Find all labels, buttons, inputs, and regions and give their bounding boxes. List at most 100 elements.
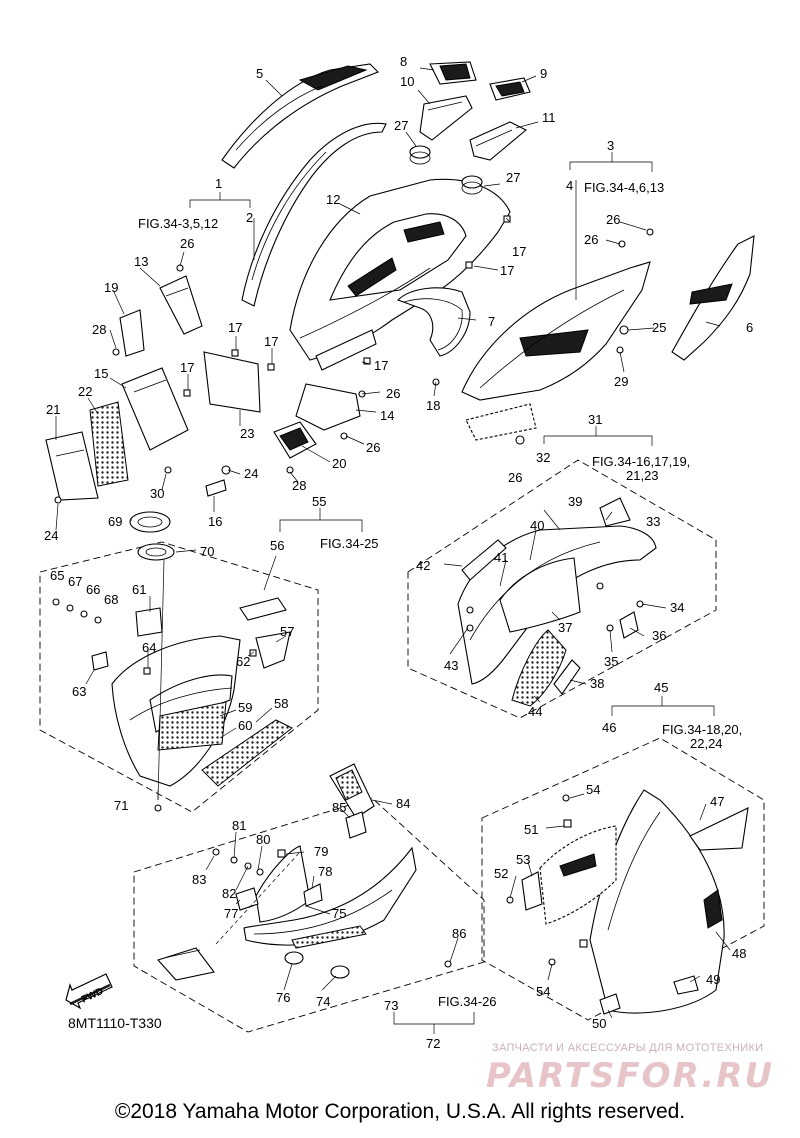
watermark-tagline: ЗАПЧАСТИ И АКСЕССУАРЫ ДЛЯ МОТОТЕХНИКИ [492, 1042, 764, 1054]
part-8-vent [429, 61, 477, 85]
part-number: 43 [444, 658, 458, 673]
part-number: 47 [710, 794, 724, 809]
part-number: 68 [104, 592, 118, 607]
part-number: 24 [44, 528, 58, 543]
part-number: 72 [426, 1036, 440, 1051]
part-number: 80 [256, 832, 270, 847]
bracket-55 [279, 508, 363, 532]
group-outline-45 [481, 737, 765, 1021]
part-number: 66 [86, 582, 100, 597]
part-number: 27 [394, 118, 408, 133]
part-number: 69 [108, 514, 122, 529]
part-42-trim [461, 539, 507, 581]
part-38-trim [553, 659, 581, 695]
part-number: 42 [416, 558, 430, 573]
part-number: 24 [244, 466, 258, 481]
part-10-duct [419, 95, 473, 141]
part-number: 26 [180, 236, 194, 251]
small-fasteners-45 [506, 794, 588, 966]
bracket-1 [189, 192, 251, 208]
part-number: 79 [314, 844, 328, 859]
part-58-bracket [239, 597, 287, 621]
part-number: 11 [542, 110, 556, 125]
part-number: 13 [134, 254, 148, 269]
fwd-arrow-icon: FWD [65, 973, 113, 1010]
part-number: 36 [652, 628, 666, 643]
watermark-logo: PARTSFOR.RU [486, 1056, 775, 1096]
part-number: 65 [50, 568, 64, 583]
part-number: 76 [276, 990, 290, 1005]
part-number: 37 [558, 620, 572, 635]
part-number: 1 [215, 176, 222, 191]
part-number: 3 [607, 138, 614, 153]
part-number: 30 [150, 486, 164, 501]
part-number: 63 [72, 684, 86, 699]
part-number: 29 [614, 374, 628, 389]
part-number: 39 [568, 494, 582, 509]
part-number: 12 [326, 192, 340, 207]
ref-fig-55: FIG.34-25 [320, 536, 379, 551]
part-23-cover [203, 351, 261, 413]
part-number: 20 [332, 456, 346, 471]
ref-fig-31a: FIG.34-16,17,19, [592, 454, 690, 469]
part-number: 26 [366, 440, 380, 455]
part-70-seal [137, 543, 175, 561]
part-78-clip [303, 883, 323, 907]
part-20-cover [273, 421, 317, 459]
part-number: 41 [494, 550, 508, 565]
small-fasteners-top [54, 215, 654, 504]
part-44-mesh [511, 629, 567, 707]
part-number: 86 [452, 926, 466, 941]
part-69-ring [129, 511, 171, 533]
part-number: 73 [384, 998, 398, 1013]
ref-fig-3: FIG.34-4,6,13 [584, 180, 664, 195]
part-63-clip [91, 651, 109, 671]
part-number: 54 [536, 984, 550, 999]
part-number: 44 [528, 704, 542, 719]
part-number: 57 [280, 624, 294, 639]
part-number: 17 [512, 244, 526, 259]
bracket-73 [393, 1012, 475, 1034]
part-number: 77 [224, 906, 238, 921]
part-61-plate [135, 607, 163, 637]
part-46-side-cowl [589, 789, 725, 1014]
part-number: 40 [530, 518, 544, 533]
part-16-plate [205, 479, 227, 497]
part-number: 34 [670, 600, 684, 615]
part-number: 17 [500, 263, 514, 278]
part-number: 21 [46, 402, 60, 417]
part-number: 56 [270, 538, 284, 553]
part-number: 2 [246, 210, 253, 225]
group-outline-73 [133, 797, 485, 1033]
part-number: 31 [588, 412, 602, 427]
part-number: 15 [94, 366, 108, 381]
part-number: 9 [540, 66, 547, 81]
part-12-front-cowl [289, 178, 511, 371]
part-7-inner-bracket [396, 287, 471, 357]
part-number: 27 [506, 170, 520, 185]
part-number: 82 [222, 886, 236, 901]
part-number: 32 [536, 450, 550, 465]
part-number: 51 [524, 822, 538, 837]
part-13-bracket [159, 275, 203, 335]
part-number: 83 [192, 872, 206, 887]
part-4-side-panel [461, 261, 651, 441]
part-number: 81 [232, 818, 246, 833]
part-2-side-cover [241, 122, 387, 307]
part-21-duct [45, 431, 99, 501]
part-6-side-trim [671, 235, 755, 361]
diagram-code: 8MT1110-T330 [68, 1015, 162, 1031]
part-11-duct [469, 121, 527, 161]
leader-lines [55, 67, 731, 1019]
part-number: 78 [318, 864, 332, 879]
part-number: 28 [292, 478, 306, 493]
part-number: 22 [78, 384, 92, 399]
part-number: 67 [68, 574, 82, 589]
part-59-mesh [157, 701, 227, 751]
group-outline-31 [407, 459, 717, 719]
part-47-panel [689, 807, 749, 851]
part-36-clip [619, 611, 639, 639]
part-number: 25 [652, 320, 666, 335]
part-number: 62 [236, 654, 250, 669]
